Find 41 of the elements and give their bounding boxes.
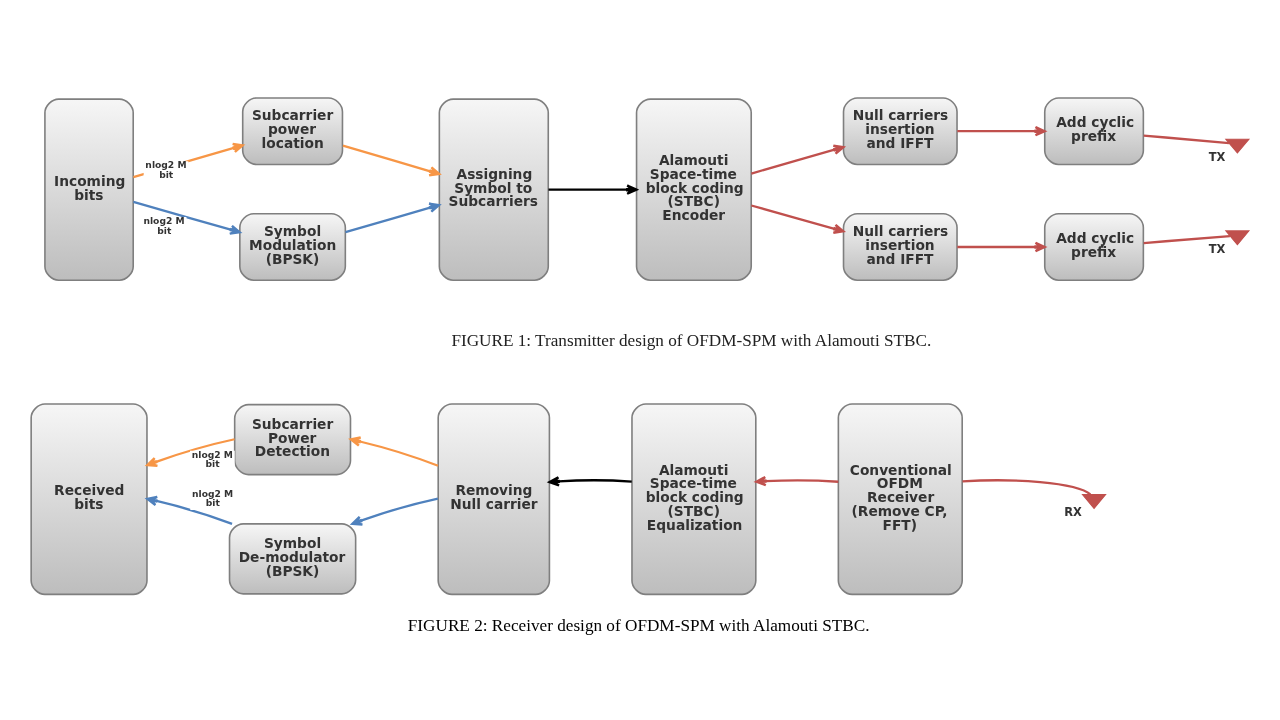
- node-label: RX: [1064, 504, 1082, 519]
- arrow: [345, 202, 441, 233]
- edge-label: nlog2 M bit: [191, 448, 233, 469]
- node-box: Subcarrier Power Detection: [233, 403, 352, 475]
- node-box: Incoming bits: [44, 97, 134, 281]
- node-box: Add cyclic prefix: [1043, 212, 1145, 281]
- node-box: Symbol De-modulator (BPSK): [228, 522, 357, 595]
- node-box: Add cyclic prefix: [1043, 96, 1145, 165]
- node-box: Null carriers insertion and IFFT: [842, 212, 958, 281]
- arrow: [548, 183, 638, 195]
- arrow: [342, 144, 441, 176]
- caption: FIGURE 2: Receiver design of OFDM-SPM with Alamouti STBC.: [407, 615, 870, 635]
- node-box: Alamouti Space-time block coding (STBC) Encoder: [635, 97, 753, 281]
- connector: [1143, 234, 1230, 244]
- label: FIGURE 1: Transmitter design of OFDM-SPM with Alamouti STBC.: [451, 330, 932, 350]
- arrow: [351, 496, 439, 526]
- edge-label: nlog2 M bit: [143, 214, 185, 236]
- node-label: TX: [1208, 241, 1226, 256]
- node-box: Symbol Modulation (BPSK): [239, 212, 347, 281]
- connector: [1143, 133, 1230, 144]
- node-box: Assigning Symbol to Subcarriers: [438, 97, 550, 281]
- node-box: Null carriers insertion and IFFT: [842, 96, 958, 165]
- arrow: [146, 495, 233, 525]
- arrow: [548, 475, 632, 487]
- node-box: Conventional OFDM Receiver (Remove CP, FFT): [837, 402, 963, 595]
- arrow: [957, 125, 1046, 136]
- arrow: [349, 435, 439, 467]
- node-box: Subcarrier power location: [241, 96, 344, 165]
- arrow: [751, 203, 845, 234]
- node-label: TX: [1208, 149, 1226, 164]
- connector: [962, 478, 1091, 495]
- arrow: [755, 475, 839, 486]
- node-box: Alamouti Space-time block coding (STBC) Equalization: [631, 402, 757, 595]
- arrow: [133, 200, 241, 235]
- edge-label: nlog2 M bit: [192, 487, 234, 508]
- arrow: [957, 241, 1046, 252]
- node-box: Received bits: [30, 402, 148, 595]
- arrow: [146, 437, 235, 467]
- edge-label: nlog2 M bit: [145, 158, 187, 180]
- node-box: Removing Null carrier: [437, 402, 551, 595]
- arrow: [751, 144, 845, 175]
